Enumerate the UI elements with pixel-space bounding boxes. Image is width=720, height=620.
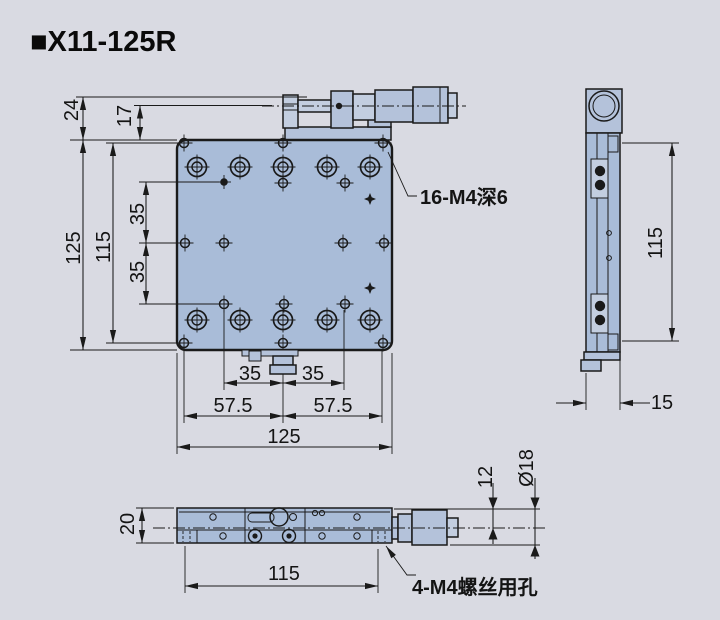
dimension-lines bbox=[79, 97, 676, 590]
dim-20-bottom: 20 bbox=[117, 513, 139, 535]
adjust-slot bbox=[247, 512, 275, 523]
dimension-text: 24 17 125 115 35 35 35 35 57.5 57.5 125 … bbox=[61, 99, 673, 585]
side-screw-housing-top bbox=[590, 158, 609, 199]
micrometer-ratchet-cap bbox=[447, 92, 458, 119]
dim-24: 24 bbox=[61, 99, 83, 121]
side-foot bbox=[583, 351, 621, 361]
front-bottom-knob bbox=[241, 349, 299, 375]
dim-115-side: 115 bbox=[645, 227, 667, 259]
front-micrometer bbox=[262, 86, 466, 141]
leader-line bbox=[387, 151, 417, 197]
spindle-clamp bbox=[282, 94, 299, 129]
front-holes-callout: 16-M4深6 bbox=[387, 151, 508, 209]
bottom-view: 4-M4螺丝用孔 bbox=[153, 507, 548, 599]
dim-35-bottom-left: 35 bbox=[239, 363, 261, 385]
front-view: 16-M4深6 bbox=[174, 86, 508, 375]
dim-57-right: 57.5 bbox=[314, 395, 353, 417]
side-screw bbox=[594, 179, 606, 191]
dim-35-bottom-right: 35 bbox=[302, 363, 324, 385]
center-hole bbox=[269, 507, 289, 527]
dim-115-bottom: 115 bbox=[268, 563, 300, 585]
dim-35-left-bottom: 35 bbox=[127, 261, 149, 283]
dim-125-left: 125 bbox=[63, 231, 85, 264]
side-screw bbox=[594, 165, 606, 177]
bottom-micrometer bbox=[391, 509, 459, 546]
micrometer-barrel bbox=[352, 93, 376, 121]
dim-17: 17 bbox=[114, 105, 136, 127]
dim-18-dia: Ø18 bbox=[516, 449, 538, 487]
bottom-holes-label: 4-M4螺丝用孔 bbox=[412, 575, 538, 599]
micrometer-thimble bbox=[412, 86, 449, 124]
side-screw bbox=[594, 300, 606, 312]
micrometer-mount-block bbox=[330, 90, 354, 129]
micrometer-thimble bbox=[411, 509, 448, 546]
side-hatch-bottom bbox=[607, 333, 619, 351]
side-view bbox=[580, 88, 623, 372]
dim-57-left: 57.5 bbox=[214, 395, 253, 417]
micrometer-ratchet-cap bbox=[446, 517, 459, 538]
side-screw-housing-bottom bbox=[590, 293, 609, 334]
bottom-holes-callout: 4-M4螺丝用孔 bbox=[385, 545, 538, 599]
bottom-corner-bracket-left bbox=[176, 529, 198, 544]
front-holes-label: 16-M4深6 bbox=[420, 186, 508, 209]
micrometer-bracket-base bbox=[284, 126, 392, 141]
side-knob bbox=[580, 359, 602, 372]
extension-lines bbox=[70, 96, 679, 593]
dim-15-side: 15 bbox=[651, 392, 673, 414]
dim-125-bottom: 125 bbox=[267, 426, 300, 448]
dim-12-bottom: 12 bbox=[475, 466, 497, 488]
page-title: ■X11-125R bbox=[30, 26, 177, 58]
side-screw bbox=[594, 314, 606, 326]
side-hatch-top bbox=[607, 135, 619, 153]
dim-115-left: 115 bbox=[93, 231, 115, 263]
dim-35-left-top: 35 bbox=[127, 203, 149, 225]
leader-line bbox=[385, 545, 416, 576]
